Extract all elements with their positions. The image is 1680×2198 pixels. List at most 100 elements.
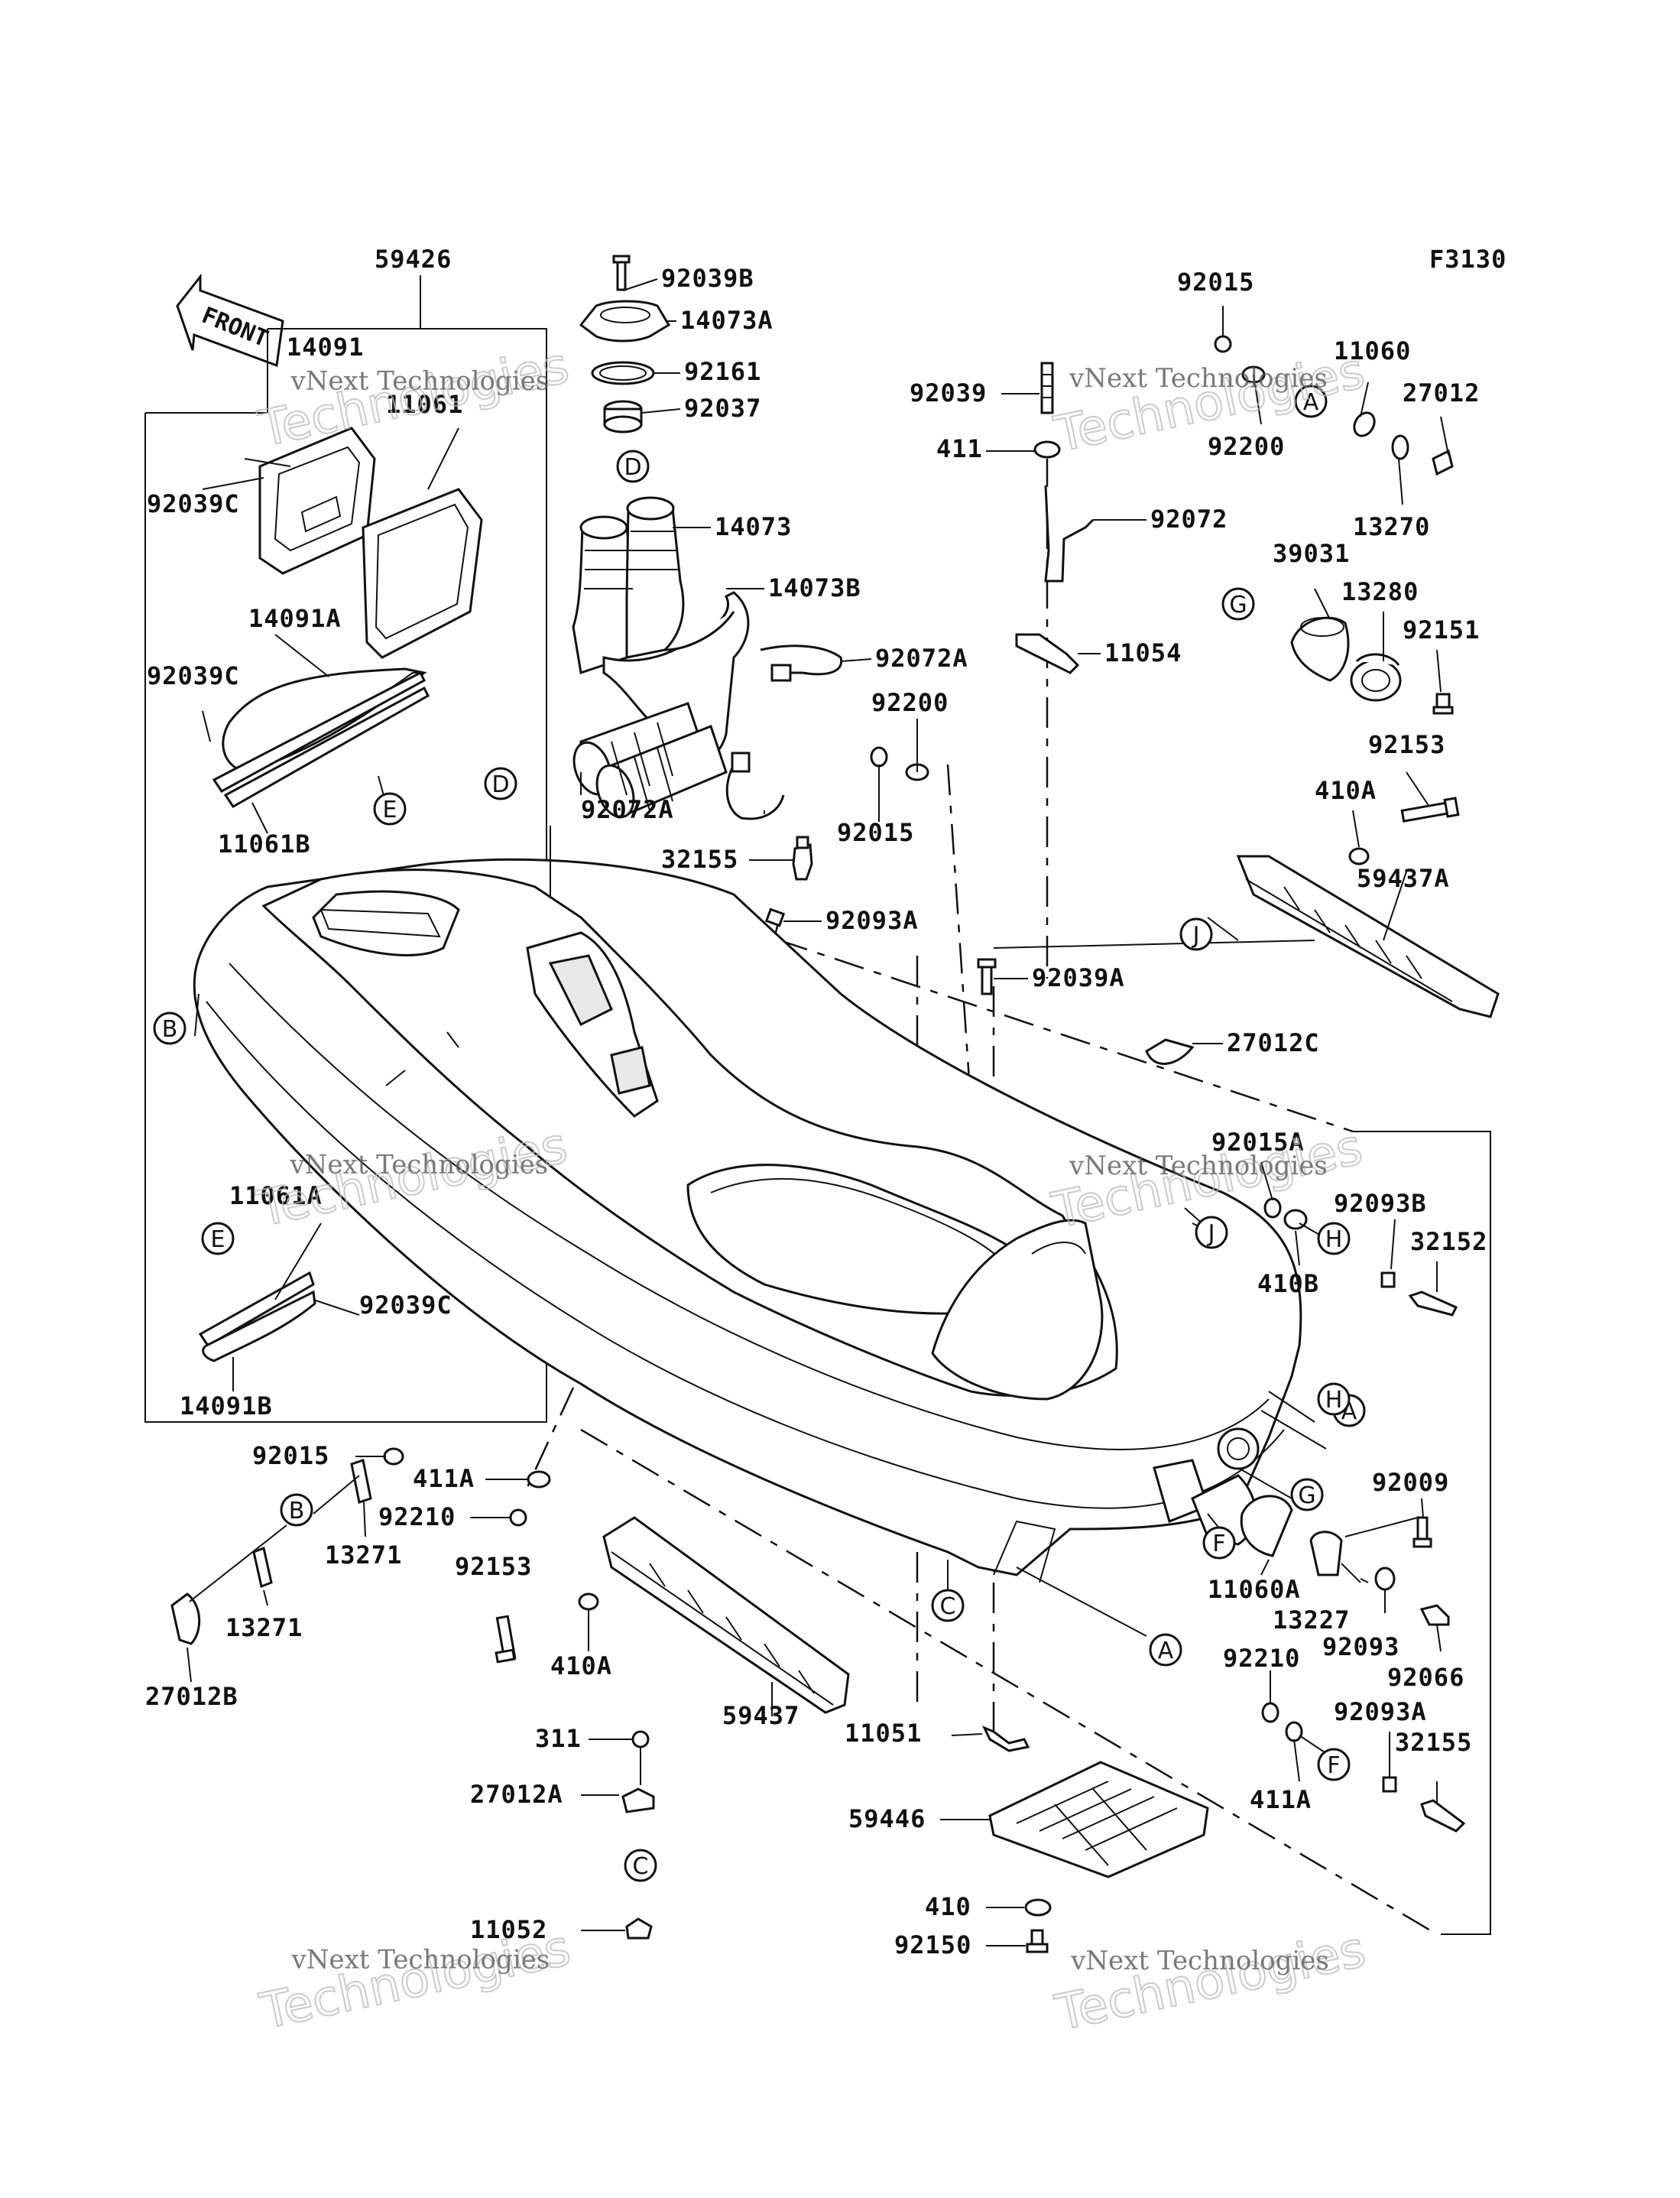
part-27012A-clip [621, 1787, 655, 1813]
part-label: 92009 [1372, 1468, 1449, 1497]
part-27012B-clip [170, 1592, 201, 1645]
part-label: 11061A [229, 1181, 323, 1210]
part-92210-nut-right [1261, 1702, 1279, 1723]
part-92066-plug [1419, 1604, 1450, 1626]
watermark-text: vNext Technologies [1070, 1946, 1329, 1976]
callout-letter: E [383, 797, 397, 823]
part-13280-flange [1350, 653, 1402, 702]
part-label: 14091B [180, 1391, 273, 1420]
part-14091B-cover [198, 1271, 316, 1362]
part-92093-washer [1374, 1567, 1396, 1591]
part-label: 59446 [848, 1804, 926, 1833]
part-label: 92072 [1150, 505, 1228, 534]
part-410A-washer-left [578, 1592, 599, 1611]
part-14091A-cover [222, 667, 427, 774]
part-label: 14073 [715, 512, 792, 541]
part-label: 13280 [1341, 577, 1419, 606]
part-label: 13271 [325, 1541, 402, 1570]
part-label: 92072A [581, 795, 674, 824]
part-92015-nut-lower-left [383, 1447, 404, 1466]
part-13271-ring-lower [252, 1546, 273, 1589]
part-411A-washer-left [527, 1470, 551, 1489]
part-13227-fitting [1309, 1531, 1343, 1576]
part-label: 92161 [684, 357, 761, 386]
part-label: 411A [413, 1464, 475, 1493]
part-label: 92039 [910, 378, 987, 407]
part-label: 92093A [1334, 1697, 1427, 1726]
watermark-text: vNext Technologies [289, 1150, 548, 1180]
part-label: 13271 [225, 1613, 303, 1642]
part-label: 11054 [1104, 638, 1182, 667]
part-label: 13270 [1353, 512, 1430, 541]
part-13270-ring [1391, 434, 1409, 460]
part-labels: 59426 14091 11061 92039C 14091A 92039C 1… [145, 245, 1487, 1959]
part-11061B-gasket [212, 670, 430, 808]
part-label: 14091A [248, 604, 342, 633]
callout-letter: B [289, 1498, 305, 1524]
group-box-left [144, 328, 547, 1423]
watermark-text: vNext Technologies [291, 1945, 550, 1976]
callout-letter: E [211, 1226, 225, 1253]
part-92039A-bolt [977, 958, 997, 995]
part-label: 92210 [1223, 1644, 1300, 1673]
part-label: 27012A [470, 1780, 563, 1809]
callout-letter: J [1207, 1220, 1215, 1247]
part-label: 410B [1257, 1269, 1319, 1298]
group-box-right [1353, 1131, 1491, 1935]
part-92009-screw [1412, 1516, 1432, 1548]
part-59446-grate [988, 1761, 1209, 1878]
part-label: 92150 [894, 1930, 971, 1959]
part-59437A-ride-plate [1236, 855, 1500, 1018]
part-label: 92039C [147, 489, 240, 518]
part-label: 11060A [1208, 1575, 1301, 1604]
part-label: 92039A [1032, 963, 1125, 992]
part-32155-sensor-lower [1420, 1799, 1466, 1833]
part-label: 92015 [252, 1441, 329, 1470]
part-label: 92015A [1211, 1128, 1305, 1157]
part-label: 92093B [1334, 1189, 1427, 1218]
callout-letter: G [1229, 592, 1247, 618]
part-92015-nut-top-right [1214, 335, 1232, 353]
part-label: 410 [925, 1892, 971, 1921]
group-box-left-inner [145, 329, 268, 414]
part-11060A-grommet [1240, 1495, 1293, 1557]
part-label: 92039B [661, 264, 754, 293]
callout-letter: F [1212, 1531, 1225, 1557]
watermark-outline: Technologies [255, 1920, 576, 2041]
part-92039-bolt [1040, 362, 1054, 414]
part-label: 92072A [875, 644, 968, 673]
part-label: 11061 [386, 390, 463, 419]
part-92093A-washer-lower [1382, 1776, 1397, 1793]
part-label: 27012C [1227, 1028, 1320, 1057]
part-label: 410A [550, 1651, 612, 1680]
part-92072-bracket [1044, 485, 1095, 583]
part-label: 410A [1315, 776, 1377, 805]
part-label: 92066 [1387, 1663, 1464, 1692]
part-92037-clamp [603, 400, 643, 433]
callout-letter: A [1158, 1638, 1174, 1664]
callout-letter: G [1298, 1482, 1315, 1509]
part-label: 92200 [871, 688, 949, 717]
part-32152-switch [1408, 1291, 1458, 1317]
part-label: 311 [535, 1724, 582, 1753]
part-label: 92015 [837, 818, 914, 847]
part-label: 92039C [359, 1291, 452, 1320]
callout-letter: H [1325, 1226, 1343, 1253]
part-label: 14073B [768, 573, 861, 602]
callout-letter: C [940, 1593, 956, 1620]
part-label: 27012 [1403, 378, 1480, 407]
callout-letter: B [162, 1016, 178, 1043]
watermark-outline: Technologies [1050, 1921, 1370, 2042]
part-label: 411A [1250, 1785, 1312, 1814]
part-92153-bolt-left [495, 1615, 517, 1664]
part-11060-grommet [1353, 411, 1376, 437]
part-11061-gasket [362, 488, 483, 659]
part-32155-sensor [792, 836, 813, 881]
part-311-nut [631, 1730, 650, 1748]
callout-letter: C [633, 1853, 649, 1880]
part-label: 92210 [378, 1502, 456, 1531]
part-label: 27012B [145, 1682, 238, 1711]
part-label: 32155 [661, 845, 738, 874]
part-92093A-washer [764, 907, 786, 927]
